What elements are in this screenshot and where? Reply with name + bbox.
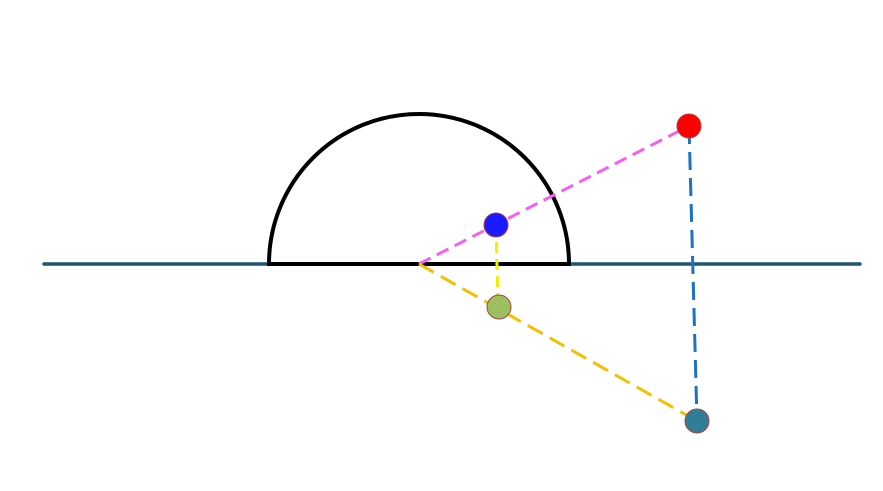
red-point[interactable] <box>676 113 702 139</box>
semicircle <box>266 112 572 266</box>
segment-blue-to-green-point <box>494 224 500 307</box>
blue-point[interactable] <box>483 212 509 238</box>
segment-red-to-teal-point <box>687 125 699 422</box>
segment-center-to-teal-point <box>418 262 698 423</box>
teal-point[interactable] <box>684 408 710 434</box>
segment-center-to-red-point <box>418 124 690 266</box>
green-point[interactable] <box>486 294 512 320</box>
